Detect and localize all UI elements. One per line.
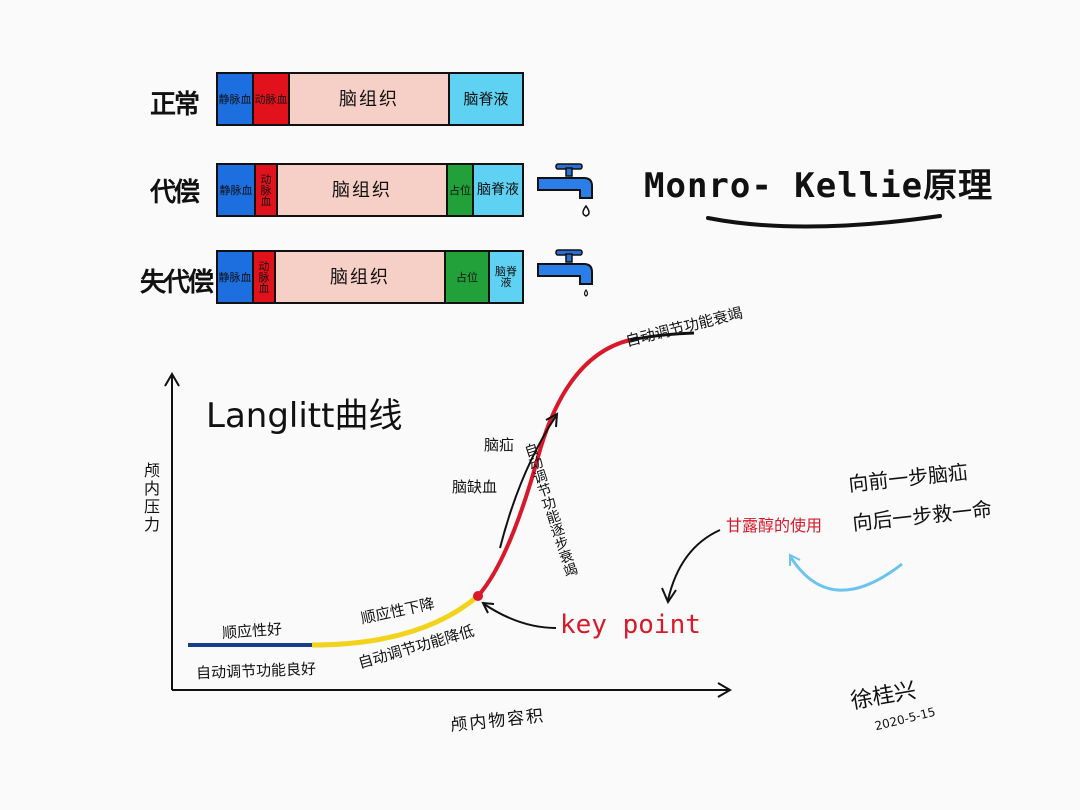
swoosh-stroke [788, 555, 903, 592]
annotation-key-point: key point [560, 610, 701, 640]
bar-compensated: 静脉血 动脉血 脑组织 占位 脑脊液 [216, 163, 524, 217]
annotation-herniation: 脑疝 [484, 436, 515, 454]
segment-csf: 脑脊液 [474, 165, 522, 215]
segment-lesion: 占位 [446, 252, 490, 302]
key-point-arrow [483, 603, 557, 629]
annotation-backward: 向后一步救一命 [851, 496, 994, 536]
segment-venous-blood: 静脉血 [218, 252, 254, 302]
annotation-autoreg-down: 自动调节功能降低 [355, 621, 477, 673]
monro-kellie-title: Monro- Kellie原理 [644, 166, 994, 206]
segment-lesion: 占位 [448, 165, 474, 215]
langlitt-title: Langlitt曲线 [206, 396, 403, 436]
annotation-compliance-good: 顺应性好 [221, 619, 283, 643]
faucet-icon [537, 249, 593, 297]
segment-venous-blood: 静脉血 [218, 165, 256, 215]
mannitol-arrow [667, 529, 721, 601]
segment-brain-tissue: 脑组织 [278, 165, 448, 215]
annotation-compliance-down: 顺应性下降 [359, 594, 437, 628]
segment-brain-tissue: 脑组织 [276, 252, 446, 302]
annotation-autoreg-failed: 自动调节功能衰竭 [623, 303, 745, 351]
segment-arterial-blood: 动脉血 [256, 165, 278, 215]
annotation-forward: 向前一步脑疝 [847, 459, 970, 497]
row-label-normal: 正常 [150, 90, 200, 120]
x-axis-label: 颅内物容积 [449, 706, 547, 736]
segment-csf: 脑脊液 [490, 252, 522, 302]
segment-venous-blood: 静脉血 [218, 74, 254, 124]
segment-csf: 脑脊液 [450, 74, 522, 124]
row-label-compensated: 代偿 [150, 178, 200, 208]
signature-name: 徐桂兴 [848, 678, 919, 715]
bar-decompensated: 静脉血 动脉血 脑组织 占位 脑脊液 [216, 250, 524, 304]
key-point-marker [473, 591, 483, 601]
y-axis-label: 颅内压力 [141, 462, 160, 534]
bar-normal: 静脉血 动脉血 脑组织 脑脊液 [216, 72, 524, 126]
annotation-ischemia: 脑缺血 [452, 478, 498, 496]
faucet-icon [537, 163, 593, 217]
segment-arterial-blood: 动脉血 [254, 74, 290, 124]
segment-brain-tissue: 脑组织 [290, 74, 450, 124]
annotation-mannitol: 甘露醇的使用 [726, 516, 823, 535]
annotation-autoreg-good: 自动调节功能良好 [195, 659, 317, 683]
segment-arterial-blood: 动脉血 [254, 252, 276, 302]
row-label-decompensated: 失代偿 [140, 268, 214, 298]
annotation-autoreg-failing: 自动调节功能逐步衰竭 [520, 440, 580, 580]
